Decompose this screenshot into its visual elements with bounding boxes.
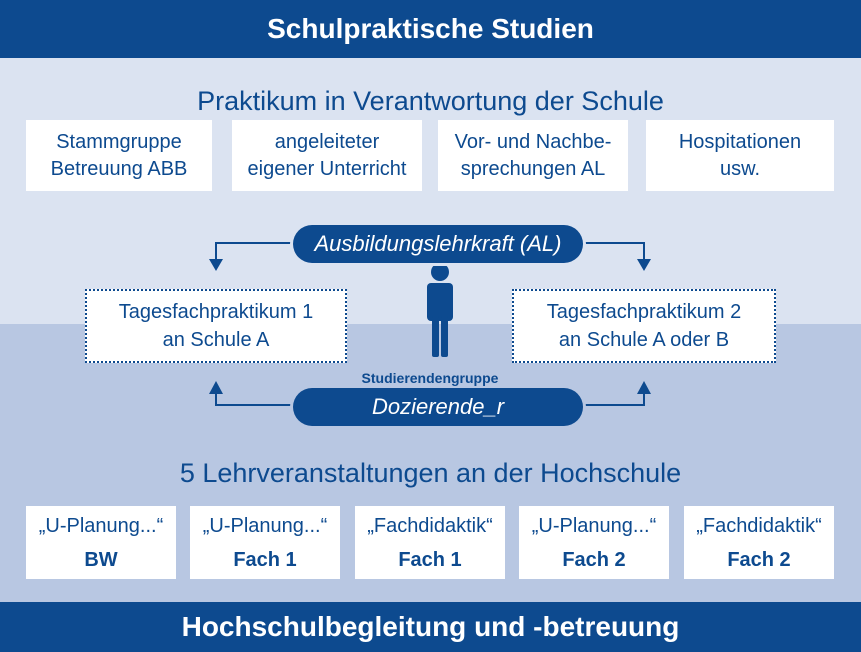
lecturer-pill: Dozierende_r — [293, 388, 583, 426]
internship-line: Tagesfachpraktikum 2 — [546, 301, 742, 323]
header-title: Schulpraktische Studien — [267, 13, 594, 44]
internship-line: Tagesfachpraktikum 1 — [118, 301, 314, 323]
university-heading: 5 Lehrveranstaltungen an der Hochschule — [179, 458, 682, 488]
school-box-stammgruppe: Stammgruppe Betreuung ABB — [26, 120, 212, 191]
internship-line: an Schule A — [162, 329, 270, 351]
school-box-unterricht: angeleiteter eigener Unterricht — [232, 120, 422, 191]
course-box: „Fachdidaktik“ Fach 2 — [684, 506, 834, 579]
teacher-pill-label: Ausbildungslehrkraft (AL) — [314, 231, 562, 256]
course-box: „U-Planung...“ BW — [26, 506, 176, 579]
course-box: „Fachdidaktik“ Fach 1 — [355, 506, 505, 579]
person-icon — [427, 263, 453, 357]
course-title: „U-Planung...“ — [531, 515, 657, 537]
arrow-al-right — [575, 242, 645, 262]
lecturer-pill-label: Dozierende_r — [371, 394, 505, 419]
course-box: „U-Planung...“ Fach 2 — [519, 506, 669, 579]
course-subject: Fach 2 — [562, 549, 626, 571]
student-group-label: Studierendengruppe — [361, 370, 499, 386]
internship-1-box: Tagesfachpraktikum 1 an Schule A — [85, 289, 347, 363]
arrowhead-up-left — [209, 381, 223, 394]
course-subject: BW — [84, 549, 118, 571]
school-heading: Praktikum in Verantwortung der Schule — [197, 86, 664, 116]
internship-2-box: Tagesfachpraktikum 2 an Schule A oder B — [512, 289, 776, 363]
internship-line: an Schule A oder B — [558, 329, 730, 351]
arrowhead-down-left — [209, 259, 223, 271]
course-title: „Fachdidaktik“ — [696, 515, 822, 537]
course-subject: Fach 2 — [727, 549, 791, 571]
box-line: eigener Unterricht — [247, 157, 407, 180]
box-line: angeleiteter — [274, 130, 380, 153]
box-line: Hospitationen — [678, 130, 802, 153]
box-line: Vor- und Nachbe- — [454, 130, 612, 153]
school-zone — [0, 58, 861, 324]
course-title: „Fachdidaktik“ — [367, 515, 493, 537]
box-line: usw. — [719, 157, 761, 180]
header-bar: Schulpraktische Studien — [0, 0, 861, 58]
footer-title: Hochschulbegleitung und -betreuung — [181, 611, 680, 642]
course-subject: Fach 1 — [233, 549, 297, 571]
course-subject: Fach 1 — [398, 549, 462, 571]
teacher-pill: Ausbildungslehrkraft (AL) — [293, 225, 583, 263]
arrowhead-up-right — [637, 381, 651, 394]
arrow-al-left — [215, 242, 300, 262]
box-line: sprechungen AL — [460, 157, 606, 180]
arrow-doz-left — [215, 392, 300, 406]
box-line: Stammgruppe — [56, 130, 182, 153]
school-box-hospitationen: Hospitationen usw. — [646, 120, 834, 191]
course-title: „U-Planung...“ — [202, 515, 328, 537]
arrow-doz-right — [575, 392, 645, 406]
school-box-besprechungen: Vor- und Nachbe- sprechungen AL — [438, 120, 628, 191]
course-box: „U-Planung...“ Fach 1 — [190, 506, 340, 579]
box-line: Betreuung ABB — [50, 157, 188, 180]
footer-bar: Hochschulbegleitung und -betreuung — [0, 602, 861, 652]
course-title: „U-Planung...“ — [38, 515, 164, 537]
arrowhead-down-right — [637, 259, 651, 271]
